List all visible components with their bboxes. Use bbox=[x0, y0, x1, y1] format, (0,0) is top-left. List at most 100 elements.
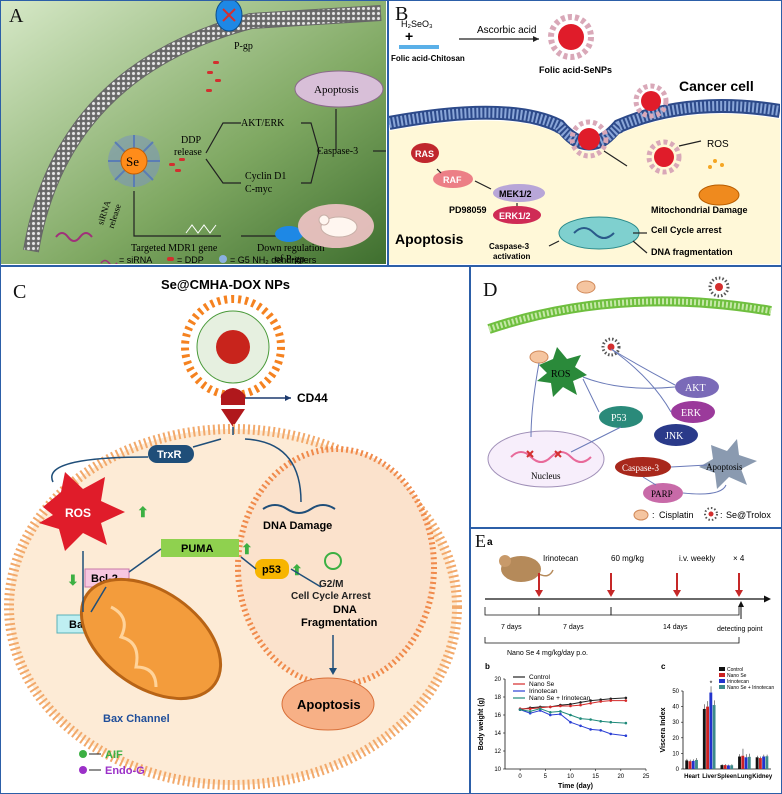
data-point bbox=[518, 708, 522, 711]
data-point bbox=[599, 700, 602, 703]
times4-label: × 4 bbox=[733, 554, 745, 563]
y-tick-label: 18 bbox=[494, 695, 501, 701]
svg-text:TrxR: TrxR bbox=[157, 449, 182, 461]
data-point bbox=[609, 732, 613, 736]
bar bbox=[738, 756, 741, 769]
y-tick-label: 12 bbox=[494, 749, 501, 755]
p53-up-arrow: ⬆ bbox=[291, 562, 303, 578]
panel-d-legend: : Cisplatin : Se@Trolox bbox=[633, 507, 771, 521]
panel-e-sub-c: c bbox=[661, 662, 666, 671]
svg-text::: : bbox=[720, 510, 723, 520]
y-tick-label: 20 bbox=[672, 736, 679, 742]
irinotecan-label: Irinotecan bbox=[543, 554, 578, 563]
caspase3-label: Caspase-3 bbox=[317, 146, 358, 157]
data-point bbox=[589, 699, 592, 702]
ros-burst: ROS bbox=[537, 347, 587, 397]
ros-label: ROS bbox=[707, 139, 729, 150]
y-tick-label: 30 bbox=[672, 720, 679, 726]
x-tick-label: 10 bbox=[567, 774, 574, 780]
svg-text:RAF: RAF bbox=[443, 175, 462, 185]
panel-c-legend: AIF Endo-G bbox=[79, 749, 145, 777]
ascorbic-label: Ascorbic acid bbox=[477, 25, 536, 36]
svg-text:= G5 NH₂ dendrimers: = G5 NH₂ dendrimers bbox=[230, 255, 317, 264]
bar bbox=[695, 759, 698, 769]
y-tick-label: 0 bbox=[676, 767, 680, 773]
mek-node: MEK1/2 bbox=[493, 184, 545, 202]
jnk-node: JNK bbox=[654, 424, 698, 446]
g2m-label: G2/M Cell Cycle Arrest bbox=[291, 579, 371, 602]
h2seo3-label: H₂SeO₃ bbox=[401, 19, 433, 29]
timeline-markers bbox=[538, 573, 740, 593]
bax-channel-label: Bax Channel bbox=[103, 713, 170, 725]
plus-sign: + bbox=[405, 28, 413, 44]
bar bbox=[755, 757, 759, 769]
fa-chitosan-label: Folic acid-Chitosan bbox=[391, 54, 465, 63]
legend-swatch bbox=[719, 673, 725, 677]
puma-node: PUMA bbox=[161, 539, 239, 557]
bar bbox=[685, 760, 689, 769]
svg-text:ROS: ROS bbox=[65, 506, 91, 520]
p53-node: P53 bbox=[599, 406, 643, 428]
data-point bbox=[599, 720, 602, 723]
data-point bbox=[538, 707, 542, 710]
panel-a-legend: = siRNA = DDP = G5 NH₂ dendrimers bbox=[100, 255, 317, 264]
svg-text:= siRNA: = siRNA bbox=[119, 255, 152, 264]
mitochondria-icon bbox=[698, 184, 740, 206]
svg-text:MEK1/2: MEK1/2 bbox=[499, 189, 532, 199]
category-label: Spleen bbox=[717, 774, 737, 780]
parp-node: PARP bbox=[643, 483, 683, 503]
mito-damage-label: Mitochondrial Damage bbox=[651, 205, 748, 215]
bar bbox=[747, 756, 751, 769]
panel-e-sub-a: a bbox=[487, 537, 493, 548]
svg-text:RAS: RAS bbox=[415, 149, 434, 159]
duration-1-label: 7 days bbox=[501, 624, 522, 631]
endocytosed-senp bbox=[569, 83, 682, 175]
data-point bbox=[528, 707, 532, 710]
panel-c: Se@CMHA-DOX NPs CD44 TrxR RO bbox=[0, 266, 470, 794]
data-point bbox=[579, 701, 582, 704]
data-point bbox=[569, 702, 572, 706]
data-point bbox=[549, 705, 552, 709]
panel-d-letter: D bbox=[483, 279, 498, 301]
data-point bbox=[609, 699, 613, 702]
bar bbox=[720, 765, 724, 769]
legend-label: Control bbox=[727, 667, 743, 673]
pd98059-label: PD98059 bbox=[449, 205, 487, 215]
y-tick-label: 20 bbox=[494, 677, 501, 683]
data-point bbox=[549, 713, 552, 717]
dna-fragmentation-label: DNA fragmentation bbox=[651, 247, 733, 257]
nucleus-label: Nucleus bbox=[531, 471, 561, 481]
mitochondrion bbox=[79, 577, 223, 701]
legend-swatch bbox=[719, 667, 725, 671]
pgp-downregulated bbox=[275, 226, 303, 242]
mdr1-label: Targeted MDR1 gene bbox=[131, 243, 218, 254]
svg-text:ERK: ERK bbox=[681, 408, 702, 419]
caspase3-node: Caspase-3 bbox=[615, 457, 671, 477]
duration-2-label: 7 days bbox=[563, 624, 584, 631]
puma-up-arrow: ⬆ bbox=[241, 541, 253, 557]
data-point bbox=[579, 717, 582, 720]
data-point bbox=[538, 709, 542, 712]
panel-e-letter: E bbox=[475, 531, 486, 551]
pgp-label: P-gp bbox=[234, 41, 253, 52]
y-tick-label: 40 bbox=[672, 705, 679, 711]
data-point bbox=[624, 734, 628, 737]
akt-erk-label: AKT/ERK bbox=[241, 118, 285, 129]
cisplatin-icon bbox=[576, 280, 596, 294]
erk-node: ERK1/2 bbox=[493, 206, 541, 224]
data-point bbox=[569, 713, 572, 717]
apoptosis-cloud: Apoptosis bbox=[294, 70, 384, 108]
ddp-release-label: DDP release bbox=[174, 135, 203, 158]
svg-text:PARP: PARP bbox=[651, 489, 673, 499]
data-point bbox=[559, 710, 562, 713]
bar bbox=[727, 765, 730, 769]
svg-text:AIF: AIF bbox=[105, 749, 123, 761]
svg-text:Endo-G: Endo-G bbox=[105, 765, 145, 777]
detecting-point-label: detecting point bbox=[717, 626, 763, 633]
y-tick-label: 10 bbox=[494, 767, 501, 773]
data-point bbox=[624, 721, 628, 725]
bar bbox=[730, 765, 734, 769]
svg-text:= DDP: = DDP bbox=[177, 255, 204, 264]
bcl2-down-arrow: ⬇ bbox=[67, 572, 79, 588]
